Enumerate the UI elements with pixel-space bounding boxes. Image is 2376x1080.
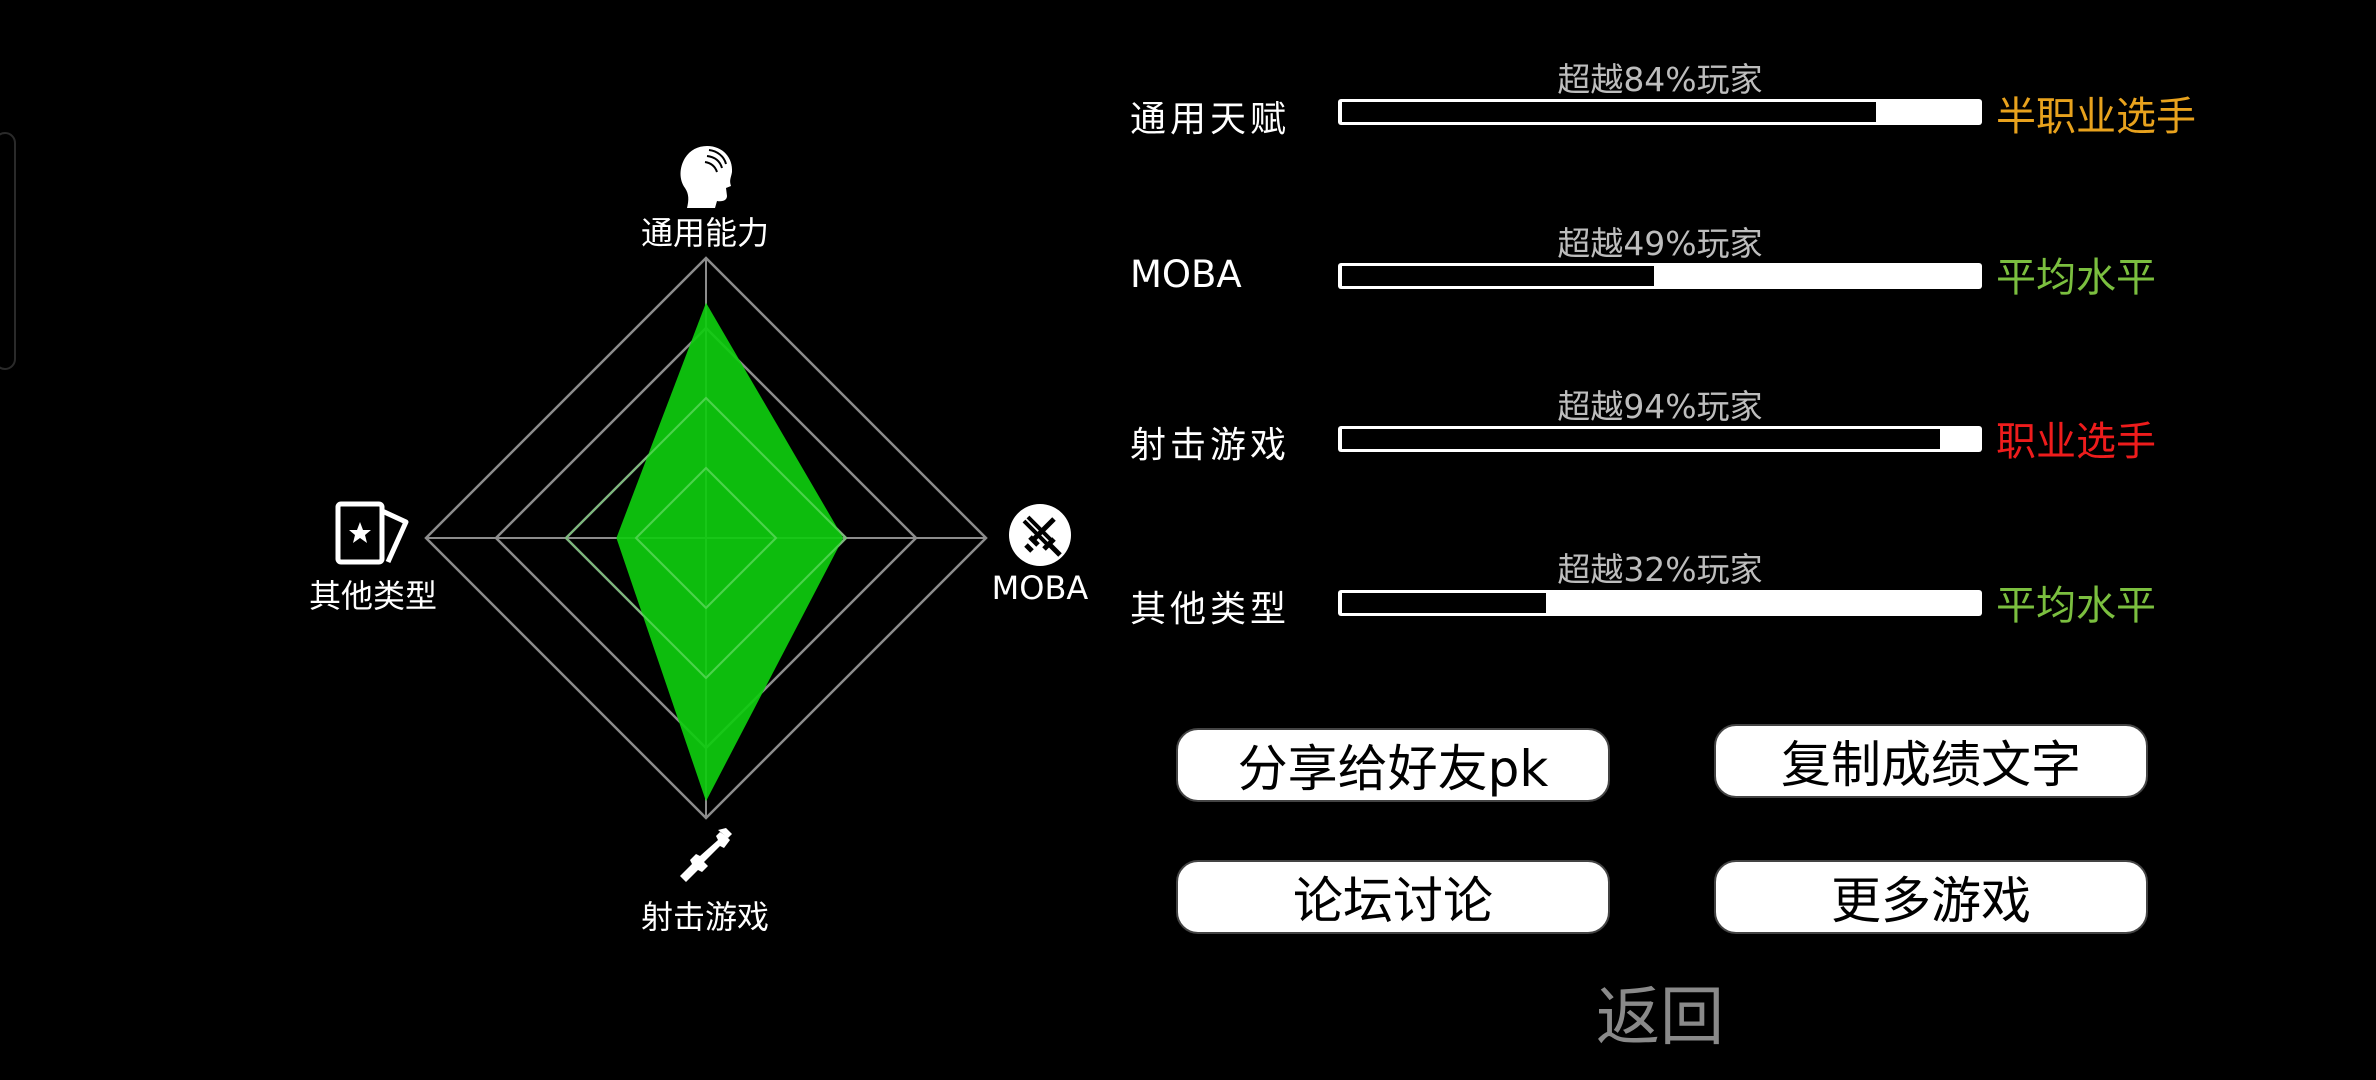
forum-button[interactable]: 论坛讨论: [1176, 860, 1610, 934]
back-button[interactable]: 返回: [1596, 981, 1724, 1055]
stat-bar-fill-other: [1342, 593, 1546, 613]
copy-results-button[interactable]: 复制成绩文字: [1714, 724, 2148, 798]
stat-label-moba: MOBA: [1130, 253, 1242, 296]
stat-label-shooter: 射击游戏: [1130, 425, 1291, 466]
stat-bar-fill-shooter: [1342, 429, 1940, 449]
stat-percentile-other: 超越32%玩家: [1557, 550, 1763, 589]
star-cards-icon: [335, 501, 409, 565]
stat-bar-general: [1338, 99, 1982, 125]
stat-label-other: 其他类型: [1130, 589, 1291, 630]
stat-label-general: 通用天赋: [1130, 99, 1291, 140]
more-games-button[interactable]: 更多游戏: [1714, 860, 2148, 934]
axis-label-shooter: 射击游戏: [640, 898, 770, 936]
stat-bar-moba: [1338, 263, 1982, 289]
stat-percentile-general: 超越84%玩家: [1557, 60, 1763, 99]
head-silhouette-icon: [680, 146, 733, 208]
stat-level-general: 半职业选手: [1996, 94, 2196, 140]
radar-area: [616, 302, 844, 802]
axis-label-general: 通用能力: [640, 214, 770, 252]
crossed-swords-icon: [1009, 504, 1071, 566]
stat-bar-fill-general: [1342, 102, 1876, 122]
stat-percentile-shooter: 超越94%玩家: [1557, 387, 1763, 426]
radar-grid-ring-overlay: [634, 466, 778, 610]
stat-bar-fill-moba: [1342, 266, 1654, 286]
rifle-icon: [680, 828, 732, 882]
stat-level-other: 平均水平: [1996, 583, 2156, 629]
stat-bar-shooter: [1338, 426, 1982, 452]
stat-level-moba: 平均水平: [1996, 255, 2156, 301]
axis-label-moba: MOBA: [991, 569, 1089, 607]
stat-bar-other: [1338, 590, 1982, 616]
radar-chart: [424, 256, 988, 820]
radar-grid-ring-overlay: [564, 396, 848, 680]
axis-label-other: 其他类型: [308, 577, 438, 615]
stat-level-shooter: 职业选手: [1996, 419, 2156, 465]
edge-handle[interactable]: [0, 132, 16, 370]
stat-percentile-moba: 超越49%玩家: [1557, 224, 1763, 263]
share-button[interactable]: 分享给好友pk: [1176, 728, 1610, 802]
